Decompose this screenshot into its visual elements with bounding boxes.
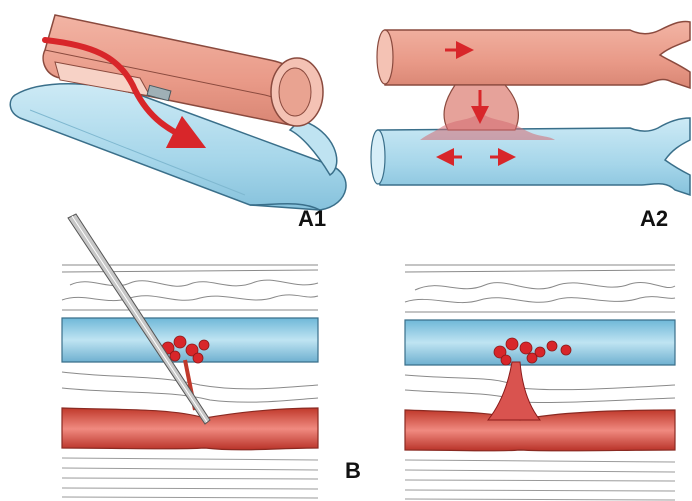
panel-b-right (405, 265, 675, 500)
panel-b-left (62, 214, 318, 500)
panel-a2 (371, 22, 690, 195)
panel-label-a2: A2 (640, 206, 668, 232)
panel-label-b: B (345, 458, 361, 484)
panel-a1 (10, 15, 346, 210)
vein-branch (371, 118, 690, 195)
panel-label-a1: A1 (298, 206, 326, 232)
artery-branch (377, 22, 690, 88)
